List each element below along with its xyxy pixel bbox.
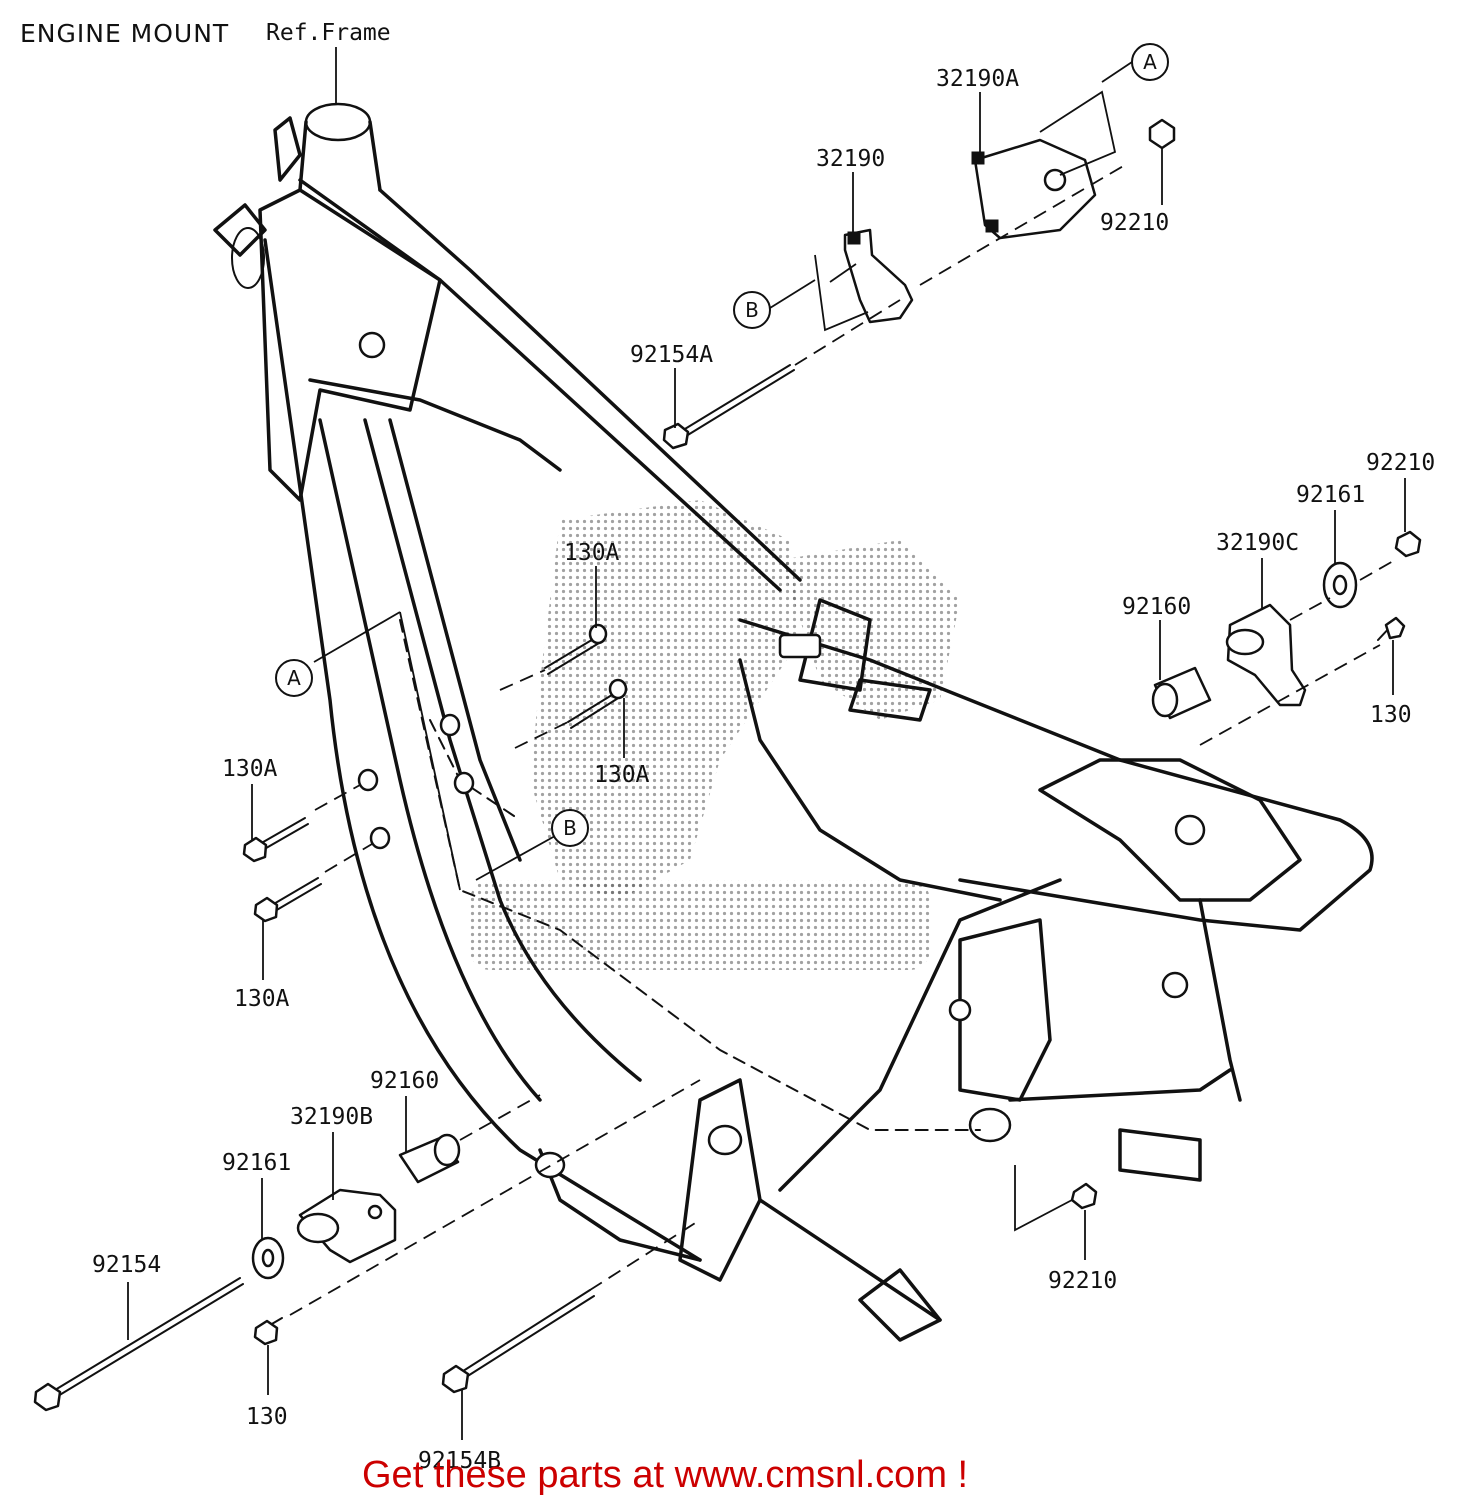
part-label-92210-right: 92210 xyxy=(1366,450,1435,476)
part-label-92210-top: 92210 xyxy=(1100,210,1169,236)
part-label-130-right: 130 xyxy=(1370,702,1412,728)
bolt-92154 xyxy=(49,1277,241,1394)
callout-a-left: A xyxy=(275,659,313,697)
part-label-130-bottom: 130 xyxy=(246,1404,288,1430)
part-label-32190a: 32190A xyxy=(936,66,1019,92)
part-label-32190c: 32190C xyxy=(1216,530,1299,556)
bolt-130a-left-2 xyxy=(271,877,319,906)
part-label-92161-left: 92161 xyxy=(222,1150,291,1176)
nut-92210-bottom xyxy=(1070,1182,1098,1210)
part-label-130a-left2: 130A xyxy=(234,986,290,1012)
part-label-92161-right: 92161 xyxy=(1296,482,1365,508)
callout-b-top: B xyxy=(733,291,771,329)
part-label-130a-left1: 130A xyxy=(222,756,278,782)
part-label-92160-left: 92160 xyxy=(370,1068,439,1094)
bracket-32190c xyxy=(1226,603,1307,707)
bolt-92154a xyxy=(674,364,791,436)
callout-b-left: B xyxy=(551,809,589,847)
part-label-92154b: 92154B xyxy=(418,1448,501,1474)
part-label-130a-mid: 130A xyxy=(594,762,650,788)
part-label-92160-right: 92160 xyxy=(1122,594,1191,620)
footer-link[interactable]: Get these parts at www.cmsnl.com ! xyxy=(362,1454,968,1496)
ref-frame-label: Ref.Frame xyxy=(266,20,391,46)
nut-92210-right xyxy=(1394,530,1422,558)
motorcycle-frame xyxy=(213,102,1374,1342)
part-label-32190: 32190 xyxy=(816,146,885,172)
diagram-title: ENGINE MOUNT xyxy=(20,19,229,48)
part-label-92154: 92154 xyxy=(92,1252,161,1278)
nut-92210-top xyxy=(1148,118,1176,150)
part-label-130a-top: 130A xyxy=(564,540,620,566)
bolt-130a-inner-1 xyxy=(544,634,601,669)
callout-b-top-text: B xyxy=(745,298,759,322)
part-label-32190b: 32190B xyxy=(290,1104,373,1130)
callout-a-top-text: A xyxy=(1143,50,1157,74)
bolt-92154b xyxy=(459,1289,591,1374)
exploded-parts xyxy=(33,118,1422,1412)
callout-a-top: A xyxy=(1131,43,1169,81)
part-label-92210-bottom: 92210 xyxy=(1048,1268,1117,1294)
part-label-92154a: 92154A xyxy=(630,342,713,368)
callout-a-left-text: A xyxy=(287,666,301,690)
bracket-32190 xyxy=(843,228,914,324)
bolt-130a-left-1 xyxy=(257,817,306,846)
leader-lines xyxy=(127,47,1406,1440)
callout-b-left-text: B xyxy=(563,816,577,840)
